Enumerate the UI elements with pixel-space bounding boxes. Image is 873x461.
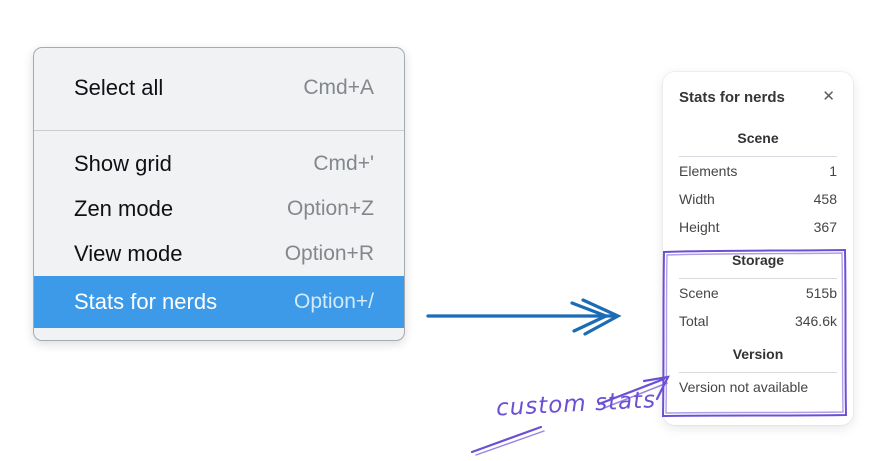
stat-label: Scene: [679, 285, 719, 301]
menu-item-label: Zen mode: [74, 195, 174, 221]
menu-item-shortcut: Cmd+A: [303, 76, 374, 99]
section-header-scene: Scene: [737, 130, 779, 146]
version-note: Version not available: [679, 379, 809, 395]
stat-row-height: Height 367: [679, 213, 837, 241]
stat-value: 458: [813, 191, 837, 207]
menu-item-label: View mode: [74, 240, 183, 266]
stat-value: 346.6k: [794, 313, 837, 329]
pointer-arrow: [426, 298, 622, 336]
stat-value: 515b: [805, 285, 837, 301]
section-divider: [679, 156, 837, 157]
section-header-version: Version: [732, 346, 784, 362]
menu-item-shortcut: Option+/: [294, 290, 374, 313]
stats-panel-title: Stats for nerds: [679, 88, 785, 106]
menu-item-show-grid[interactable]: Show grid Cmd+': [34, 141, 404, 186]
stat-row-scene-storage: Scene 515b: [679, 279, 837, 307]
menu-item-shortcut: Option+R: [284, 241, 374, 265]
menu-item-label: Show grid: [74, 150, 172, 176]
stats-panel: Stats for nerds ✕ Scene Elements 1 Width…: [663, 72, 853, 425]
stat-label: Height: [679, 219, 720, 235]
menu-divider: [34, 130, 404, 131]
menu-item-zen-mode[interactable]: Zen mode Option+Z: [34, 186, 404, 231]
stat-row-total-storage: Total 346.6k: [679, 307, 837, 335]
stat-value: 1: [829, 163, 837, 179]
menu-item-label: Select all: [74, 75, 164, 100]
menu-item-view-mode[interactable]: View mode Option+R: [34, 231, 404, 276]
menu-item-shortcut: Cmd+': [313, 151, 374, 175]
stats-panel-titlebar: Stats for nerds ✕: [679, 86, 837, 108]
annotation-label: custom stats: [495, 387, 657, 422]
menu-item-shortcut: Option+Z: [287, 196, 374, 220]
section-header-storage: Storage: [731, 252, 785, 268]
stat-row-elements: Elements 1: [679, 157, 837, 185]
stat-row-width: Width 458: [679, 185, 837, 213]
menu-item-stats-for-nerds[interactable]: Stats for nerds Option+/: [34, 276, 404, 328]
menu-item-select-all[interactable]: Select all Cmd+A: [34, 56, 404, 120]
stat-value: 367: [813, 219, 837, 235]
stat-label: Total: [679, 313, 709, 329]
close-icon[interactable]: ✕: [822, 88, 835, 105]
menu-item-label: Stats for nerds: [74, 289, 218, 314]
context-menu: Select all Cmd+A Show grid Cmd+' Zen mod…: [33, 47, 405, 341]
stat-label: Width: [679, 191, 715, 207]
stat-label: Elements: [679, 163, 738, 179]
